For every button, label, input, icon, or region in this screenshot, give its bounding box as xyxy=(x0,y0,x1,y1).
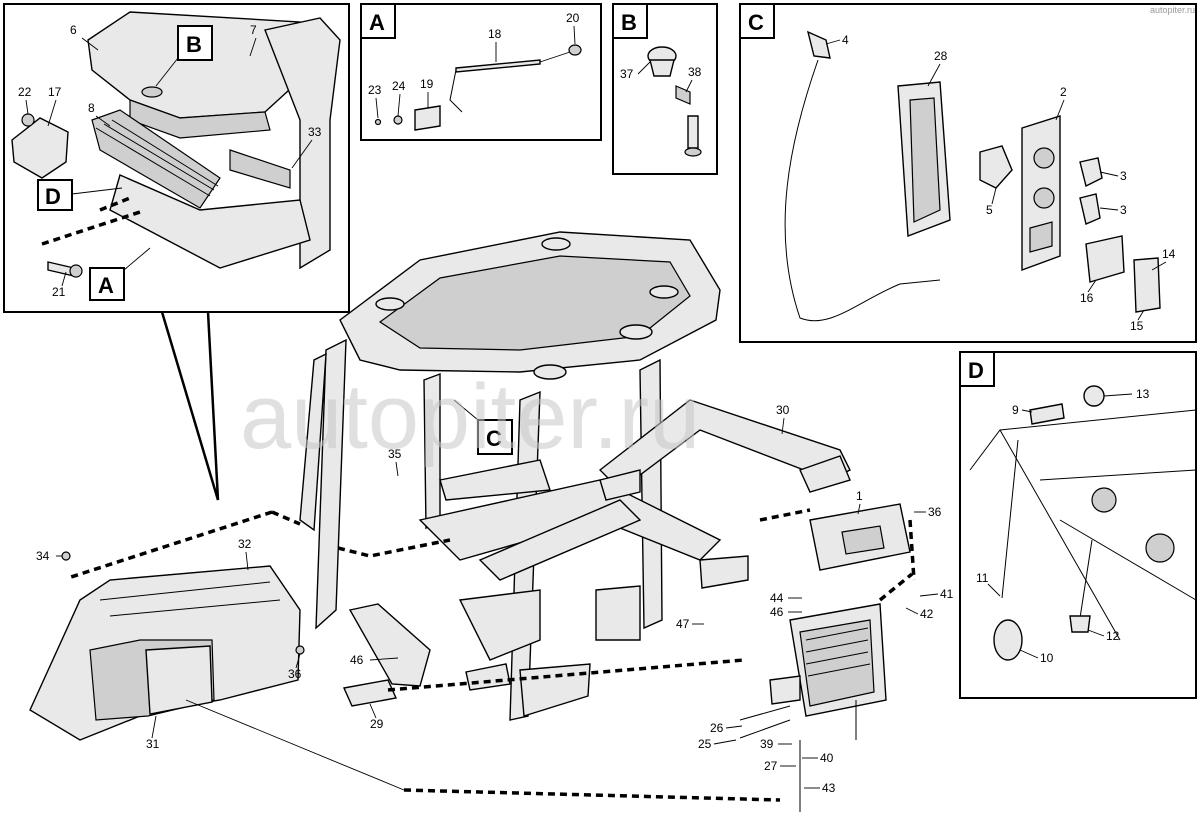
label-30: 30 xyxy=(776,403,790,417)
svg-text:B: B xyxy=(186,32,202,57)
label-25: 25 xyxy=(698,737,712,751)
label-15: 15 xyxy=(1130,319,1144,333)
label-46-right: 46 xyxy=(770,605,784,619)
callout-A: A xyxy=(89,247,151,301)
label-17: 17 xyxy=(48,85,62,99)
duct-routing-line xyxy=(185,699,405,791)
label-39: 39 xyxy=(760,737,774,751)
detail-B-parts xyxy=(647,46,702,157)
label-43: 43 xyxy=(822,781,836,795)
panel-connector-line xyxy=(160,311,220,501)
svg-text:D: D xyxy=(968,358,984,383)
label-27: 27 xyxy=(764,759,778,773)
section-tag-B: B xyxy=(612,3,648,39)
label-19: 19 xyxy=(420,77,434,91)
svg-text:A: A xyxy=(369,10,385,35)
detail-panel-filter xyxy=(3,3,350,313)
label-34: 34 xyxy=(36,549,50,563)
detail-C-parts xyxy=(784,30,1161,322)
label-22: 22 xyxy=(18,85,32,99)
detail-panel-C xyxy=(739,3,1197,343)
section-tag-D: D xyxy=(959,351,995,387)
svg-text:B: B xyxy=(621,10,637,35)
label-26: 26 xyxy=(710,721,724,735)
label-1: 1 xyxy=(856,489,863,503)
svg-text:D: D xyxy=(45,184,61,209)
section-tag-C: C xyxy=(739,3,775,39)
heater-unit xyxy=(739,503,911,812)
callout-B: B xyxy=(155,25,213,87)
label-21: 21 xyxy=(52,285,66,299)
label-10: 10 xyxy=(1040,651,1054,665)
label-37: 37 xyxy=(620,67,634,81)
label-3-upper: 3 xyxy=(1120,169,1127,183)
label-32: 32 xyxy=(238,537,252,551)
callout-D: D xyxy=(37,179,123,211)
left-duct-assembly xyxy=(29,551,305,741)
detail-panel-A xyxy=(360,3,602,141)
label-11: 11 xyxy=(976,571,989,585)
label-29: 29 xyxy=(370,717,384,731)
svg-text:C: C xyxy=(486,426,502,451)
dashed-routing xyxy=(67,508,916,802)
callout-C: C xyxy=(453,399,513,455)
label-40: 40 xyxy=(820,751,834,765)
label-35: 35 xyxy=(388,447,402,461)
label-38: 38 xyxy=(688,65,702,79)
svg-text:A: A xyxy=(98,273,114,298)
label-6: 6 xyxy=(70,23,77,37)
label-4: 4 xyxy=(842,33,849,47)
center-duct xyxy=(342,603,431,707)
label-28: 28 xyxy=(934,49,948,63)
section-tag-A: A xyxy=(360,3,396,39)
detail-A-parts xyxy=(374,44,582,131)
label-13: 13 xyxy=(1136,387,1150,401)
part-labels: 6 7 8 22 17 33 21 18 20 23 24 19 37 38 4… xyxy=(18,11,1176,795)
label-16: 16 xyxy=(1080,291,1094,305)
label-20: 20 xyxy=(566,11,580,25)
label-5: 5 xyxy=(986,203,993,217)
label-33: 33 xyxy=(308,125,322,139)
label-2: 2 xyxy=(1060,85,1067,99)
label-36-left: 36 xyxy=(288,667,302,681)
label-36-right: 36 xyxy=(928,505,942,519)
label-7: 7 xyxy=(250,23,257,37)
cab-assembly xyxy=(299,231,851,721)
watermark-small: autopiter.ru xyxy=(1150,5,1195,15)
svg-text:C: C xyxy=(748,10,764,35)
label-46-left: 46 xyxy=(350,653,364,667)
detail-D-parts xyxy=(969,385,1197,661)
detail-panel-B xyxy=(612,3,718,175)
label-14: 14 xyxy=(1162,247,1176,261)
detail-panel-D xyxy=(959,351,1197,699)
label-18: 18 xyxy=(488,27,502,41)
label-44: 44 xyxy=(770,591,784,605)
label-8: 8 xyxy=(88,101,95,115)
label-23: 23 xyxy=(368,83,382,97)
filter-housing-detail: B D A xyxy=(11,11,341,301)
label-47: 47 xyxy=(676,617,690,631)
label-31: 31 xyxy=(146,737,160,751)
label-42: 42 xyxy=(920,607,934,621)
watermark: autopiter.ru xyxy=(240,366,700,468)
label-3-lower: 3 xyxy=(1120,203,1127,217)
label-24: 24 xyxy=(392,79,406,93)
label-9: 9 xyxy=(1012,403,1019,417)
label-41: 41 xyxy=(940,587,954,601)
label-12: 12 xyxy=(1106,629,1120,643)
